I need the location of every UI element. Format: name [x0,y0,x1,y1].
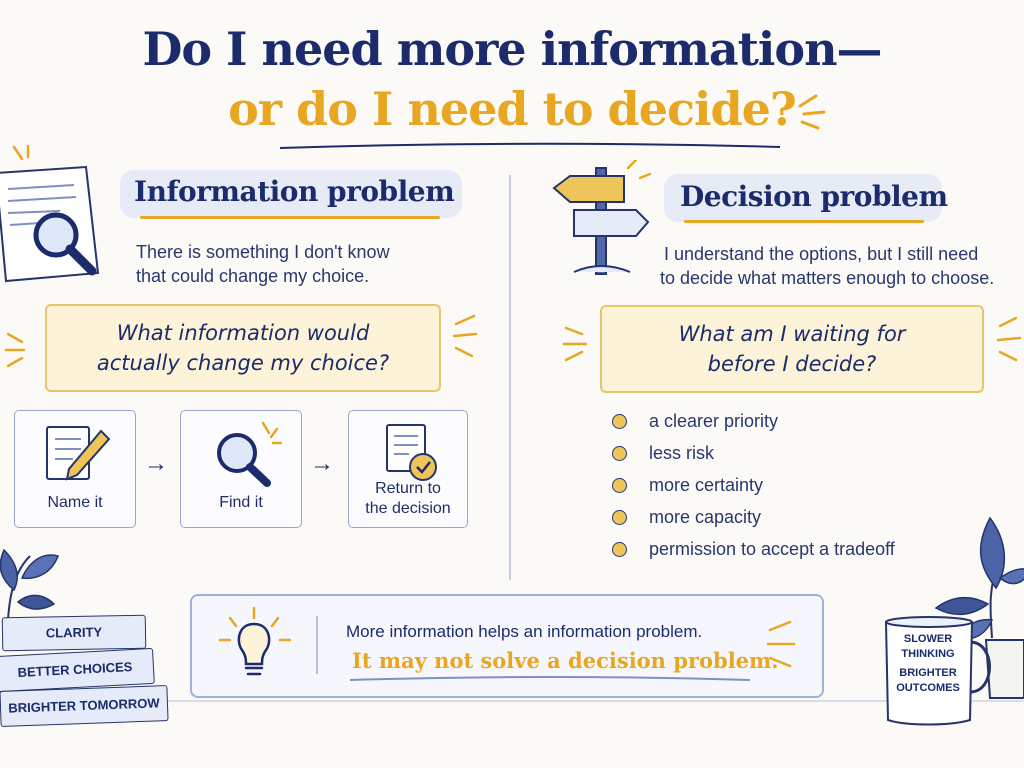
book-clarity: CLARITY [1,614,147,652]
magnifier-icon [217,421,283,487]
list-item: a clearer priority [612,405,992,437]
arrow-right-icon: → [144,450,168,477]
sparkle-icon [452,314,478,358]
list-item-text: less risk [649,442,715,463]
list-item: more certainty [612,469,992,501]
takeaway-separator [316,616,318,674]
step-name-it: Name it [14,410,136,528]
sparkle-icon [4,332,26,368]
decision-question-line-1: What am I waiting for [678,322,906,346]
bullet-dot [612,445,627,461]
step-find-it-label: Find it [219,494,263,511]
step-return-label-line-1: Return to [375,480,441,497]
decision-description-line-2: to decide what matters enough to choose. [660,268,995,288]
bullet-dot [612,541,627,557]
information-heading: Information problem [134,175,455,208]
information-question-line-1: What information would [116,321,370,345]
list-item-text: more capacity [649,506,762,527]
decision-question-line-2: before I decide? [707,352,877,376]
arrow-right-icon: → [310,450,334,477]
list-item-text: more certainty [649,474,764,495]
takeaway-underline [350,676,750,681]
mug-icon [884,616,991,726]
bullet-dot [612,509,627,525]
signpost-icon [552,160,652,275]
mug-text-line-1: SLOWER [903,633,953,645]
bullet-dot [612,477,627,493]
waiting-for-list: a clearer priority less risk more certai… [612,405,992,565]
step-return-label-line-2: the decision [365,500,451,517]
decision-question-box: What am I waiting for before I decide? [600,305,984,393]
information-description-line-1: There is something I don't know [136,242,390,262]
list-item-text: a clearer priority [649,410,779,431]
information-heading-background [120,170,462,218]
lightbulb-icon [218,606,292,676]
information-question-line-2: actually change my choice? [96,351,390,375]
mug-text: SLOWER THINKING BRIGHTER OUTCOMES [888,632,968,696]
column-divider [509,175,511,580]
sparkle-icon [562,326,588,362]
decision-description-line-1: I understand the options, but I still ne… [664,244,979,264]
information-heading-underline [140,216,440,219]
mug-text-line-4: OUTCOMES [896,682,960,694]
takeaway-box [190,594,824,698]
bullet-dot [612,413,627,429]
decision-heading-background [664,174,942,222]
takeaway-line-2: It may not solve a decision problem. [352,648,779,673]
sparkle-icon [996,316,1022,362]
decision-heading-underline [684,220,924,223]
pencil-note-icon [46,426,111,481]
list-item: more capacity [612,501,992,533]
list-item: permission to accept a tradeoff [612,533,992,565]
decision-heading: Decision problem [680,180,948,213]
mug-text-line-3: BRIGHTER [899,667,957,679]
information-description-line-2: that could change my choice. [136,266,370,286]
sparkle-icon [766,620,796,668]
step-find-it: Find it [180,410,302,528]
desk-line [0,700,1024,702]
title-line-1: Do I need more information— [142,22,882,76]
list-item-text: permission to accept a tradeoff [649,538,895,559]
sparkle-icon [798,94,826,130]
title-underline [280,142,780,149]
information-question-box: What information would actually change m… [45,304,441,392]
title-line-2: or do I need to decide? [228,82,797,136]
list-item: less risk [612,437,992,469]
book-brighter-tomorrow: BRIGHTER TOMORROW [0,685,169,727]
step-name-it-label: Name it [47,494,103,511]
plant-icon [0,548,59,621]
document-search-icon [0,145,100,283]
takeaway-line-1: More information helps an information pr… [346,622,703,641]
checked-document-icon [386,424,437,481]
mug-text-line-2: THINKING [901,648,955,660]
step-return-to-decision: Return to the decision [348,410,468,528]
